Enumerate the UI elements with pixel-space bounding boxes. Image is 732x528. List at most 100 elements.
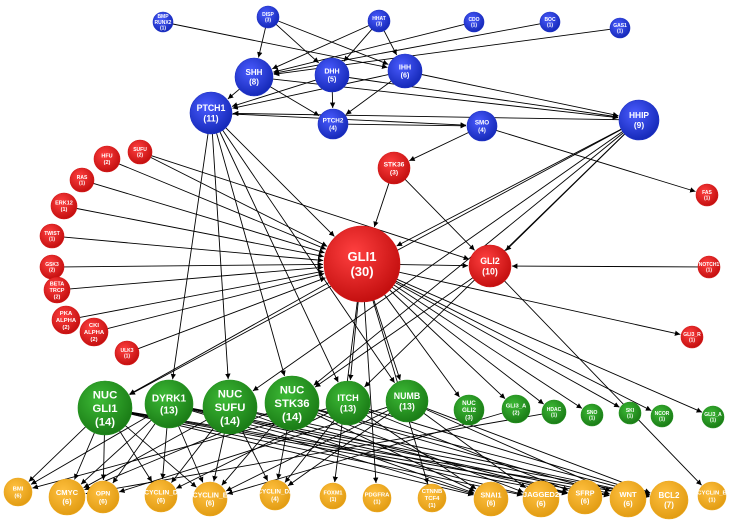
node-sno[interactable]: SNO(1)	[580, 403, 604, 427]
node-wnt[interactable]: WNT(6)	[609, 480, 647, 518]
node-gli3-r[interactable]: GLI3_R(1)	[680, 325, 704, 349]
edge-nuc_stk36-to-snai1	[316, 414, 475, 492]
node-cyclin-d[interactable]: CYCLIN_D(6)	[144, 479, 178, 513]
node-twist[interactable]: TWIST(1)	[39, 223, 65, 249]
node-bmi[interactable]: BMI(6)	[3, 477, 33, 507]
node-snai1[interactable]: SNAI1(6)	[473, 481, 509, 517]
node-hdac[interactable]: HDAC(1)	[541, 399, 567, 425]
edge-gli1-to-hdac	[391, 286, 544, 405]
node-label: GLI2	[480, 256, 500, 266]
node-cyclin-d2[interactable]: CYCLIN_D2(4)	[258, 479, 293, 511]
node-gli2[interactable]: GLI2(10)	[468, 244, 512, 288]
edges-layer	[28, 20, 703, 499]
node-ptch1[interactable]: PTCH1(11)	[189, 91, 233, 135]
node-label: CYCLIN_D	[144, 489, 178, 496]
node-boc[interactable]: BOC(1)	[539, 11, 561, 33]
edge-gli1-to-nuc_gli1	[129, 282, 330, 395]
node-ptch2[interactable]: PTCH2(4)	[317, 108, 349, 140]
node-label: TCF4	[425, 496, 440, 502]
node-sufu-r[interactable]: SUFU(2)	[127, 139, 153, 165]
node-hhat[interactable]: HHAT(3)	[367, 9, 391, 33]
edge-ptch1-to-smo	[231, 113, 467, 128]
node-gli3-a-green[interactable]: GLI3_A(2)	[501, 394, 531, 424]
node-label: PTCH2	[323, 118, 344, 125]
node-fas[interactable]: FAS(1)	[695, 183, 719, 207]
node-cyclin-e[interactable]: CYCLIN_E(6)	[192, 481, 228, 517]
node-label: RUNX2	[155, 20, 172, 26]
node-numb[interactable]: NUMB(13)	[385, 379, 429, 423]
node-bcl2[interactable]: BCL2(7)	[649, 480, 689, 520]
edge-gli1-to-ski	[394, 282, 620, 408]
node-count: (6)	[99, 498, 107, 505]
node-label: ULK3	[120, 348, 133, 354]
node-itch[interactable]: ITCH(13)	[325, 380, 371, 426]
node-label: HHIP	[629, 110, 649, 120]
edge-shh-to-ptch1	[227, 88, 240, 100]
edge-cki_alpha-to-gli1	[107, 272, 325, 330]
node-opn[interactable]: OPN(6)	[86, 480, 120, 514]
node-jagged2[interactable]: JAGGED2(6)	[522, 480, 560, 518]
node-cdo[interactable]: CDO(1)	[463, 11, 485, 33]
node-count: (4)	[271, 496, 279, 503]
node-dhh[interactable]: DHH(5)	[314, 57, 350, 93]
node-ncor[interactable]: NCOR(1)	[650, 404, 674, 428]
node-ski[interactable]: SKI(1)	[618, 401, 642, 425]
node-circle	[192, 481, 228, 517]
node-hfu[interactable]: HFU(2)	[93, 145, 121, 173]
node-circle	[463, 11, 485, 33]
node-smo[interactable]: SMO(4)	[466, 110, 498, 142]
node-sfrp[interactable]: SFRP(6)	[567, 479, 603, 515]
node-ulk3[interactable]: ULK3(1)	[114, 340, 140, 366]
node-count: (1)	[708, 498, 715, 504]
edge-sufu_r-to-gli2	[151, 155, 470, 261]
node-gsk3[interactable]: GSK3(2)	[39, 254, 65, 280]
node-circle	[323, 225, 401, 303]
node-circle	[609, 480, 647, 518]
node-shh[interactable]: SHH(8)	[234, 57, 274, 97]
node-ras[interactable]: RAS(1)	[69, 167, 95, 193]
edge-nuc_gli1-to-cyclin_d	[119, 430, 153, 482]
node-hhip[interactable]: HHIP(9)	[618, 99, 660, 141]
node-gli1[interactable]: GLI1(30)	[323, 225, 401, 303]
node-circle	[202, 379, 258, 435]
node-circle	[114, 340, 140, 366]
node-label: PTCH1	[197, 103, 226, 113]
node-circle	[567, 479, 603, 515]
node-label: SKI	[626, 408, 635, 414]
node-cmyc[interactable]: CMYC(6)	[48, 478, 86, 516]
node-ihh[interactable]: IHH(6)	[387, 53, 423, 89]
edge-nuc_sufu-to-cyclin_d2	[241, 430, 269, 482]
node-circle	[144, 379, 194, 429]
node-count: (11)	[203, 113, 218, 123]
node-label: RAS	[77, 175, 88, 181]
node-stk36-r[interactable]: STK36(3)	[377, 151, 411, 185]
node-erk12[interactable]: ERK12(1)	[50, 192, 78, 220]
node-gli3-a[interactable]: GLI3_A(1)	[701, 405, 725, 429]
node-foxm1[interactable]: FOXM1(1)	[319, 482, 347, 510]
edge-numb-to-wnt	[426, 409, 611, 492]
node-circle	[69, 167, 95, 193]
node-count: (8)	[249, 78, 259, 87]
node-label: CYCLIN_E	[192, 491, 227, 499]
node-count: (2)	[49, 268, 55, 274]
node-disp[interactable]: DISP(3)	[256, 5, 280, 29]
node-notch1[interactable]: NOTCH1(1)	[697, 255, 721, 279]
node-label: GLI3_R	[683, 332, 701, 338]
node-dyrk1[interactable]: DYRK1(13)	[144, 379, 194, 429]
edge-notch1-to-gli2	[511, 263, 699, 269]
node-label: SNO	[587, 410, 598, 416]
node-label: WNT	[619, 490, 637, 499]
node-gas1[interactable]: GAS1(1)	[609, 17, 631, 39]
node-pdgfra[interactable]: PDGFRA(1)	[362, 483, 392, 513]
node-circle	[3, 477, 33, 507]
node-cyclin-b[interactable]: CYCLIN_B(1)	[697, 481, 727, 511]
